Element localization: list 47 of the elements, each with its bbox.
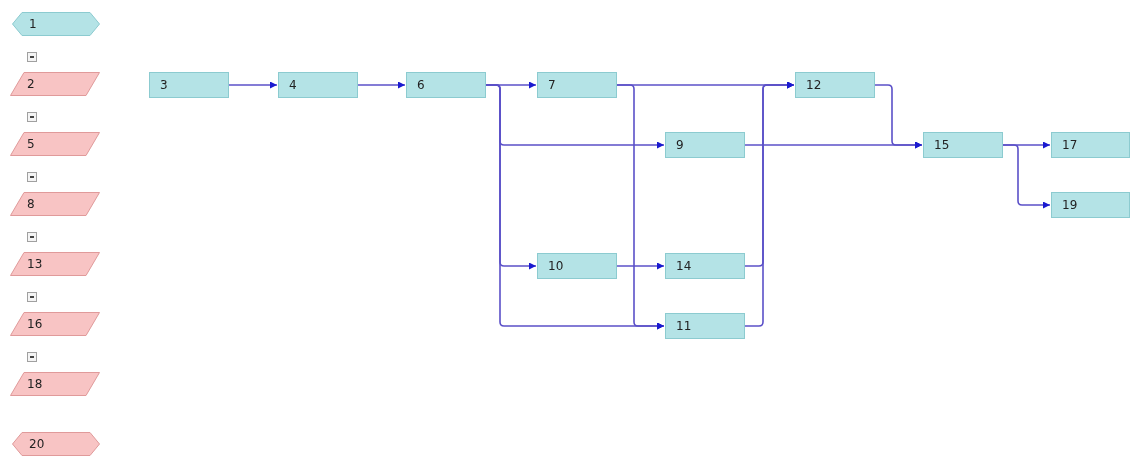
- node-label: 7: [548, 78, 556, 92]
- data-parallelogram: [10, 132, 100, 156]
- node-label: 6: [417, 78, 425, 92]
- process-box: [665, 132, 745, 158]
- node-label: 8: [27, 197, 35, 211]
- process-box: [1051, 192, 1130, 218]
- process-box: [278, 72, 358, 98]
- process-box: [665, 313, 745, 339]
- data-parallelogram: [10, 372, 100, 396]
- node-label: 4: [289, 78, 297, 92]
- node-label: 18: [27, 377, 43, 391]
- node-label: 15: [934, 138, 950, 152]
- data-parallelogram: [10, 192, 100, 216]
- node-label: 3: [160, 78, 168, 92]
- node-label: 1: [29, 17, 37, 31]
- node-label: 10: [548, 259, 564, 273]
- process-box: [537, 253, 617, 279]
- node-label: 12: [806, 78, 822, 92]
- connector-arrow: [616, 262, 665, 270]
- process-box: [795, 72, 875, 98]
- process-box: [1051, 132, 1130, 158]
- process-box: [665, 253, 745, 279]
- node-label: 13: [27, 257, 43, 271]
- node-label: 2: [27, 77, 35, 91]
- node-label: 9: [676, 138, 684, 152]
- node-label: 14: [676, 259, 692, 273]
- node-label: 19: [1062, 198, 1078, 212]
- process-box: [406, 72, 486, 98]
- data-parallelogram: [10, 72, 100, 96]
- process-box: [537, 72, 617, 98]
- data-parallelogram: [10, 312, 100, 336]
- connector-arrow: [228, 81, 278, 89]
- node-label: 5: [27, 137, 35, 151]
- connector-arrow: [874, 84, 923, 149]
- node-label: 16: [27, 317, 43, 331]
- connector-arrow: [1002, 144, 1051, 209]
- node-label: 17: [1062, 138, 1078, 152]
- process-box: [923, 132, 1003, 158]
- data-parallelogram: [10, 252, 100, 276]
- node-label: 20: [29, 437, 45, 451]
- node-label: 11: [676, 319, 692, 333]
- process-box: [149, 72, 229, 98]
- terminal-hexagon: [12, 12, 100, 36]
- terminal-hexagon: [12, 432, 100, 456]
- connector-arrow: [744, 81, 795, 327]
- connector-arrow: [616, 84, 665, 330]
- connector-arrow: [357, 81, 406, 89]
